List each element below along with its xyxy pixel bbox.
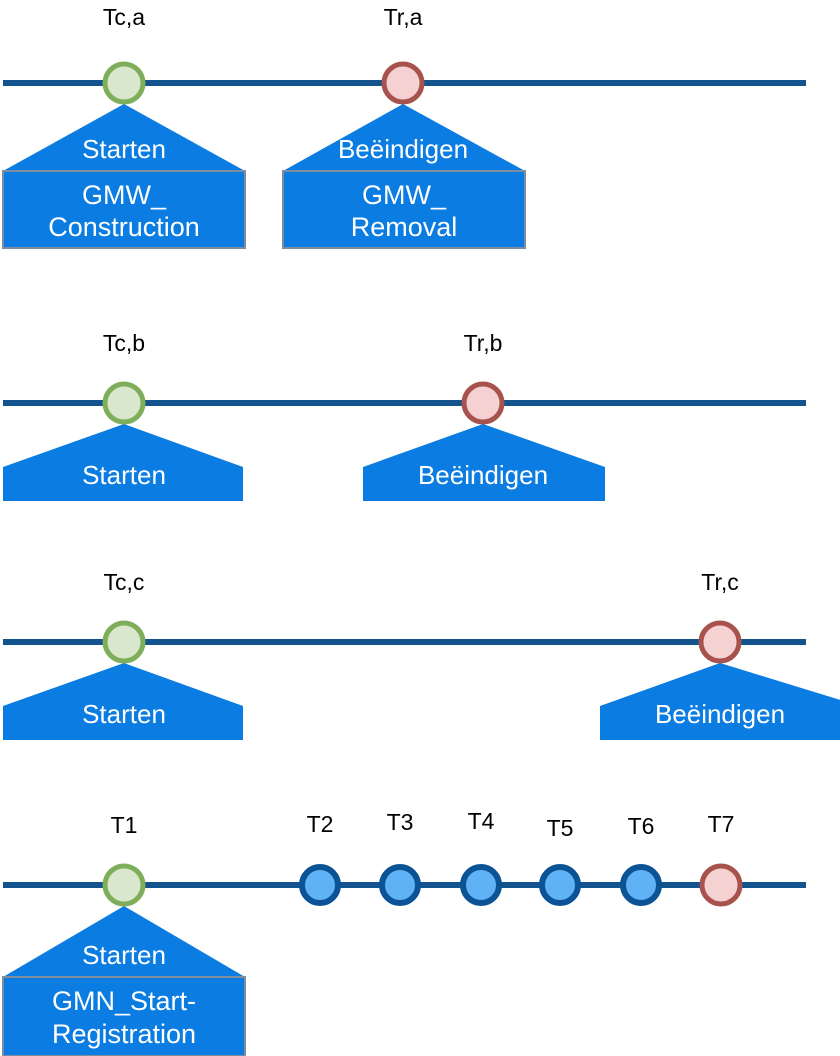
marker-t4-label: T4 <box>468 808 495 834</box>
pentagon-starten-b-body <box>3 424 243 501</box>
marker-t2-circle[interactable] <box>299 864 341 906</box>
pentagon-beeindigen-c: Beëindigen <box>600 663 840 740</box>
marker-tc-c-label: Tc,c <box>104 569 145 595</box>
marker-t1[interactable]: T1 <box>102 812 146 907</box>
marker-t2-label: T2 <box>307 811 334 837</box>
pentagon-gmn-start-registration-title: Starten <box>82 940 166 970</box>
marker-tr-a-label: Tr,a <box>384 4 423 30</box>
pentagon-beeindigen-c-body <box>600 663 840 740</box>
marker-t5[interactable]: T5 <box>539 815 581 906</box>
marker-tr-c-label: Tr,c <box>701 569 738 595</box>
marker-tc-a[interactable]: Tc,a <box>102 4 146 105</box>
marker-t6-label: T6 <box>628 813 655 839</box>
pentagon-starten-b-title: Starten <box>82 460 166 490</box>
pentagon-gmw-construction-box <box>2 170 246 249</box>
pentagon-starten-b: Starten <box>3 424 243 501</box>
pentagon-gmw-construction-title: Starten <box>82 134 166 164</box>
marker-t7-label: T7 <box>708 811 735 837</box>
marker-tr-a-circle[interactable] <box>381 61 425 105</box>
marker-tr-c-circle[interactable] <box>698 620 742 664</box>
pentagon-starten-c-body <box>3 663 243 740</box>
marker-t4-circle[interactable] <box>460 864 502 906</box>
pentagon-gmw-construction-box-line: GMW_ <box>82 180 167 210</box>
marker-t6[interactable]: T6 <box>620 813 662 906</box>
pentagon-gmw-construction-box-line: Construction <box>48 212 200 242</box>
pentagon-beeindigen-b-title: Beëindigen <box>418 460 548 490</box>
marker-tc-b[interactable]: Tc,b <box>102 330 146 425</box>
marker-tr-c[interactable]: Tr,c <box>698 569 742 664</box>
timeline-c: Starten Beëindigen Tc,c Tr,c <box>3 569 840 740</box>
marker-t3-circle[interactable] <box>379 864 421 906</box>
pentagon-gmn-start-registration-box-line: Registration <box>52 1019 196 1049</box>
marker-tr-b[interactable]: Tr,b <box>461 330 505 425</box>
pentagon-beeindigen-b: Beëindigen <box>363 424 605 501</box>
marker-tc-b-circle[interactable] <box>102 381 146 425</box>
marker-tc-b-label: Tc,b <box>103 330 145 356</box>
pentagon-gmn-start-registration-box <box>2 976 246 1056</box>
timeline-b: Starten Beëindigen Tc,b Tr,b <box>3 330 806 501</box>
marker-tc-c-circle[interactable] <box>102 620 146 664</box>
marker-t5-label: T5 <box>547 815 574 841</box>
marker-t1-label: T1 <box>111 812 138 838</box>
marker-t4[interactable]: T4 <box>460 808 502 906</box>
pentagon-starten-c-title: Starten <box>82 699 166 729</box>
pentagon-gmw-removal-box-line: Removal <box>351 212 458 242</box>
pentagon-beeindigen-c-title: Beëindigen <box>655 699 785 729</box>
marker-t6-circle[interactable] <box>620 864 662 906</box>
pentagon-gmw-removal-box <box>282 170 526 249</box>
timeline-a: StartenGMW_ConstructionBeëindigenGMW_Rem… <box>2 4 806 249</box>
marker-t3[interactable]: T3 <box>379 809 421 906</box>
pentagon-gmw-removal-title: Beëindigen <box>338 134 468 164</box>
pentagon-gmw-removal-box-line: GMW_ <box>362 180 447 210</box>
marker-tr-b-label: Tr,b <box>464 330 503 356</box>
marker-tc-a-label: Tc,a <box>103 4 145 30</box>
pentagon-beeindigen-b-body <box>363 424 605 501</box>
pentagon-starten-c: Starten <box>3 663 243 740</box>
marker-tr-a[interactable]: Tr,a <box>381 4 425 105</box>
marker-t1-circle[interactable] <box>102 863 146 907</box>
marker-tc-a-circle[interactable] <box>102 61 146 105</box>
marker-t7-circle[interactable] <box>699 863 743 907</box>
pentagon-gmn-start-registration-box-line: GMN_Start- <box>52 986 196 1016</box>
marker-t2[interactable]: T2 <box>299 811 341 906</box>
marker-t3-label: T3 <box>387 809 414 835</box>
timelines-group: StartenGMW_ConstructionBeëindigenGMW_Rem… <box>2 4 840 1056</box>
marker-tc-c[interactable]: Tc,c <box>102 569 146 664</box>
marker-t7[interactable]: T7 <box>699 811 743 907</box>
marker-t5-circle[interactable] <box>539 864 581 906</box>
marker-tr-b-circle[interactable] <box>461 381 505 425</box>
